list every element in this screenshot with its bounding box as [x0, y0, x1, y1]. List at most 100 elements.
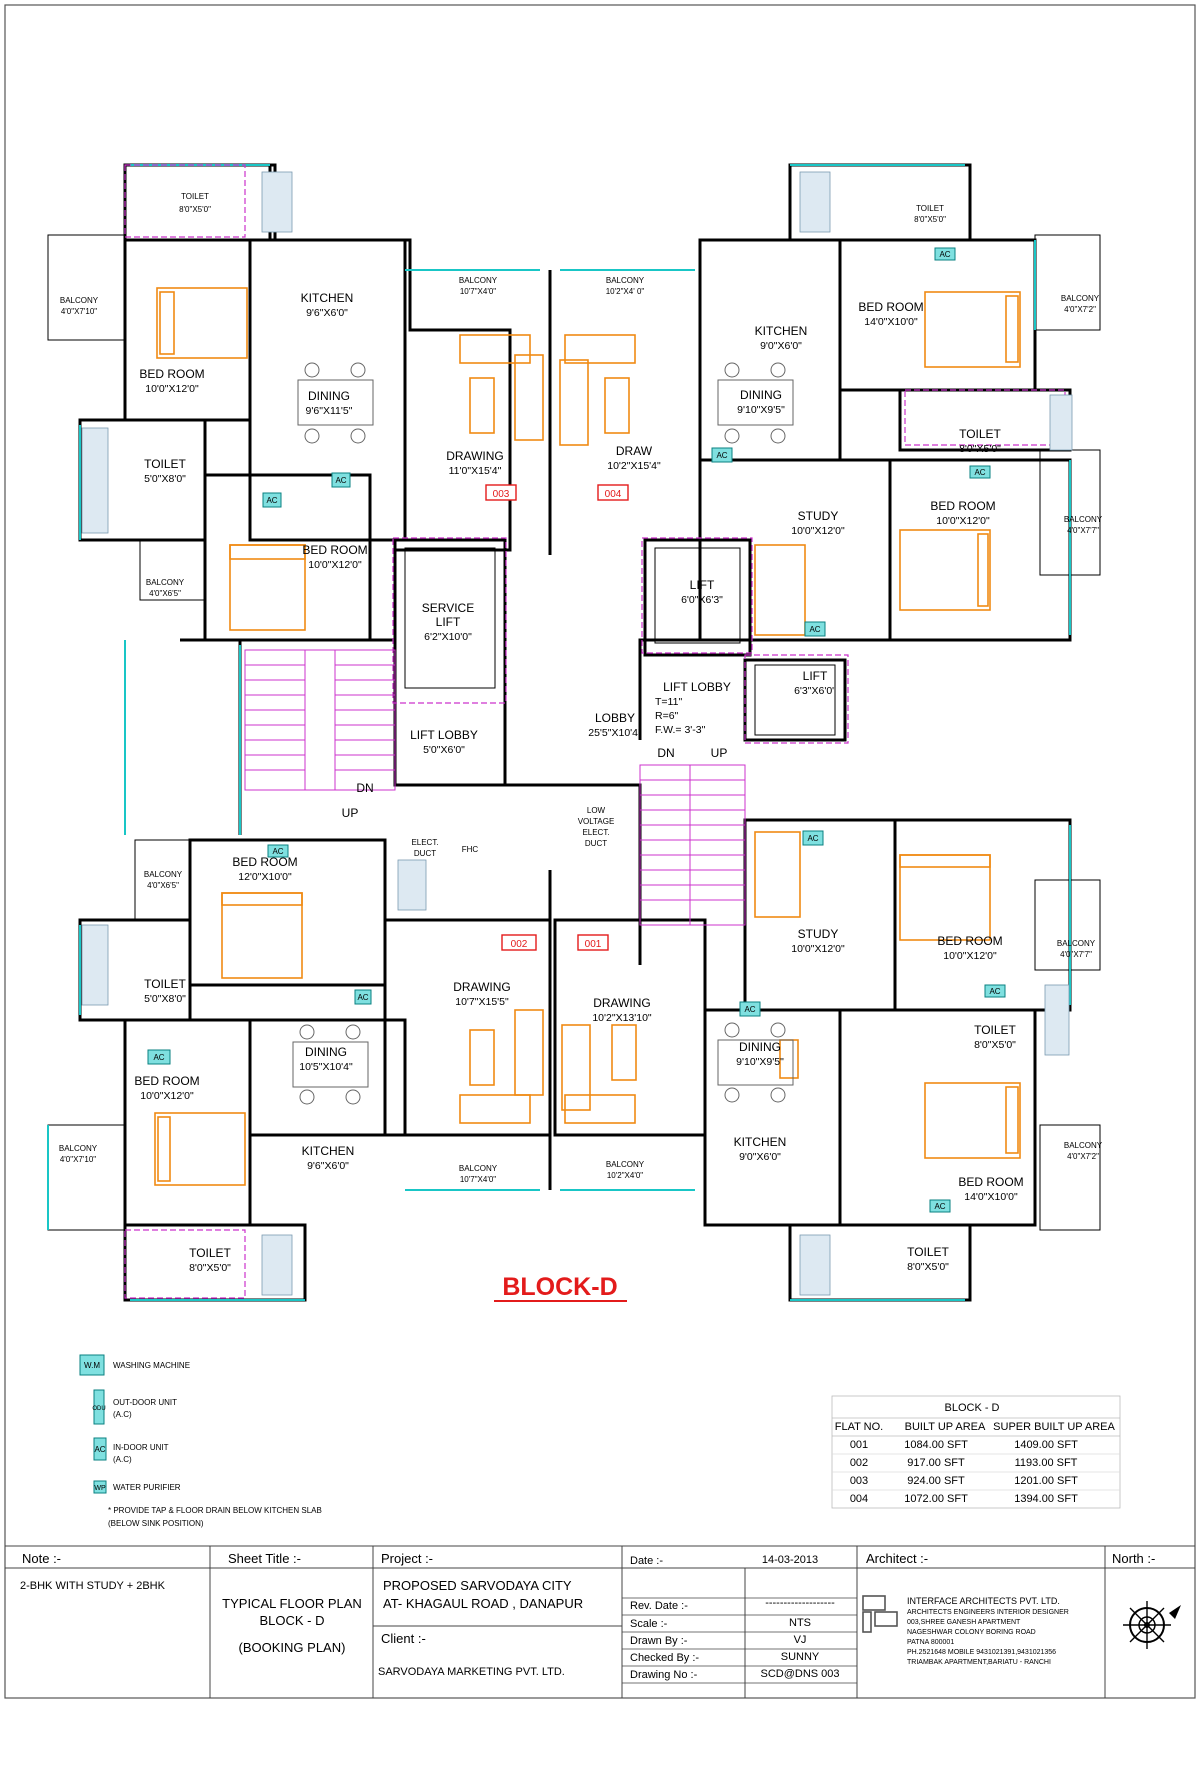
unit-004: 004	[605, 489, 622, 500]
ac-label: AC	[153, 1053, 164, 1062]
bedroom1-name: BED ROOM	[139, 367, 204, 381]
fhc-label: FHC	[462, 845, 479, 854]
balcony-top-name: BALCONY	[144, 870, 183, 879]
date-value: 14-03-2013	[762, 1554, 818, 1566]
toilet1-name: TOILET	[974, 1023, 1016, 1037]
toilet-top-dim: 8'0"X5'0"	[179, 205, 211, 214]
bedroom1-name: BED ROOM	[232, 855, 297, 869]
kitchen-dim: 9'6"X6'0"	[306, 307, 348, 319]
lift-lobby-t: T=11"	[655, 696, 682, 708]
area-cell: 003	[850, 1475, 868, 1487]
sheet-title-label: Sheet Title :-	[228, 1551, 301, 1566]
toilet1-dim: 8'0"X5'0"	[974, 1039, 1016, 1051]
drawn-value: VJ	[794, 1634, 807, 1646]
toilet2-dim: 5'0"X8'0"	[144, 473, 186, 485]
bedroom2-dim: 10'0"X12'0"	[308, 559, 362, 571]
area-cell: 1394.00 SFT	[1014, 1493, 1078, 1505]
ac-labels: AC AC AC AC AC AC AC AC AC AC AC AC AC	[153, 250, 1000, 1211]
north-label: North :-	[1112, 1551, 1155, 1566]
elect-duct-2: DUCT	[414, 849, 436, 858]
balcony-right2-dim: 4'0"X7'7"	[1067, 526, 1099, 535]
dining-dim: 9'10"X9'5"	[737, 404, 785, 416]
dining-dim: 9'6"X11'5"	[306, 405, 353, 417]
drawing-name: DRAWING	[593, 996, 651, 1010]
bedroom2-dim: 10'0"X12'0"	[140, 1090, 194, 1102]
arch-line6: TRIAMBAK APARTMENT,BARIATU - RANCHI	[907, 1659, 1051, 1666]
area-cell: 004	[850, 1493, 868, 1505]
ac-label: AC	[807, 834, 818, 843]
lift-lobby-small-dim: 5'0"X6'0"	[423, 744, 465, 756]
balcony-front-name: BALCONY	[459, 276, 498, 285]
lift-lobby-r: R=6"	[655, 710, 679, 722]
bedroom2-name: BED ROOM	[958, 1175, 1023, 1189]
low-voltage-1: LOW	[587, 806, 606, 815]
balcony-right2-name: BALCONY	[1064, 515, 1103, 524]
ac-label: AC	[939, 250, 950, 259]
toilet2-dim: 8'0"X5'0"	[907, 1261, 949, 1273]
stair-up: UP	[711, 746, 728, 760]
toilet2-name: TOILET	[907, 1245, 949, 1259]
balcony-right2-dim: 4'0"X7'2"	[1067, 1152, 1099, 1161]
bedroom2-name: BED ROOM	[302, 543, 367, 557]
arch-line2: 003,SHREE GANESH APARTMENT	[907, 1619, 1021, 1626]
balcony-left-dim: 4'0"X7'10"	[61, 307, 97, 316]
date-label: Date :-	[630, 1555, 663, 1567]
legend-wp-symbol: WP	[94, 1485, 106, 1492]
drawing-no-label: Drawing No :-	[630, 1669, 698, 1681]
ac-label: AC	[357, 993, 368, 1002]
balcony-front-name: BALCONY	[606, 276, 645, 285]
legend-odu-label2: (A.C)	[113, 1410, 132, 1419]
bedroom1-dim: 10'0"X12'0"	[145, 383, 199, 395]
balcony-front-dim: 10'7"X4'0"	[460, 287, 496, 296]
balcony-front-dim: 10'7"X4'0"	[460, 1175, 496, 1184]
kitchen-name: KITCHEN	[301, 291, 354, 305]
legend: W.M WASHING MACHINE ODU OUT-DOOR UNIT (A…	[79, 1354, 322, 1528]
ac-label: AC	[989, 987, 1000, 996]
checked-label: Checked By :-	[630, 1652, 699, 1664]
client-value: SARVODAYA MARKETING PVT. LTD.	[378, 1666, 565, 1678]
low-voltage-2: VOLTAGE	[578, 817, 615, 826]
bedroom1-dim: 14'0"X10'0"	[864, 316, 918, 328]
unit-003: 003	[493, 489, 510, 500]
area-table-title: BLOCK - D	[944, 1402, 999, 1414]
labels-top-right: BALCONY 10'2"X4' 0" TOILET 8'0"X5'0" KIT…	[606, 204, 1103, 606]
balcony-front-name: BALCONY	[459, 1164, 498, 1173]
toilet-top-dim: 8'0"X5'0"	[914, 215, 946, 224]
ac-label: AC	[934, 1202, 945, 1211]
sheet-border	[4, 4, 1196, 1699]
project-label: Project :-	[381, 1551, 433, 1566]
bedroom2-name: BED ROOM	[134, 1074, 199, 1088]
labels-core: SERVICE LIFT 6'2"X10'0" LIFT LOBBY 5'0"X…	[342, 601, 837, 858]
balcony-left-name: BALCONY	[60, 296, 99, 305]
stair-dn-left: DN	[356, 781, 373, 795]
arch-line5: PH.2521648 MOBILE 9431021391,9431021356	[907, 1649, 1056, 1656]
service-lift-l1: SERVICE	[422, 601, 474, 615]
low-voltage-3: ELECT.	[582, 828, 609, 837]
toilet2-name: TOILET	[189, 1246, 231, 1260]
north-arrow-icon	[1123, 1601, 1181, 1649]
bedroom1-name: BED ROOM	[858, 300, 923, 314]
lift2-dim: 6'3"X6'0"	[794, 685, 836, 697]
toilet1-dim: 5'0"X8'0"	[144, 993, 186, 1005]
legend-wp-label: WATER PURIFIER	[113, 1483, 181, 1492]
kitchen-dim: 9'0"X6'0"	[760, 340, 802, 352]
architect-logo	[862, 1595, 898, 1633]
area-cell: 1409.00 SFT	[1014, 1439, 1078, 1451]
area-cell: 917.00 SFT	[907, 1457, 965, 1469]
staircase-left	[244, 649, 396, 791]
area-header-super: SUPER BUILT UP AREA	[993, 1421, 1115, 1433]
legend-ac-label1: IN-DOOR UNIT	[113, 1443, 169, 1452]
furniture	[154, 287, 1021, 1186]
draw-dim: 10'2"X15'4"	[607, 460, 661, 472]
area-cell: 1193.00 SFT	[1015, 1457, 1078, 1469]
balcony-front-dim: 10'2"X4' 0"	[606, 287, 645, 296]
dining-tables	[292, 362, 794, 1105]
client-label: Client :-	[381, 1631, 426, 1646]
toilet2-dim: 8'0"X5'0"	[959, 443, 1001, 455]
toilet1-name: TOILET	[144, 977, 186, 991]
balcony-low-dim: 4'0"X6'5"	[149, 589, 181, 598]
toilet2-name: TOILET	[959, 427, 1001, 441]
staircase-right	[639, 764, 746, 926]
scale-label: Scale :-	[630, 1618, 668, 1630]
